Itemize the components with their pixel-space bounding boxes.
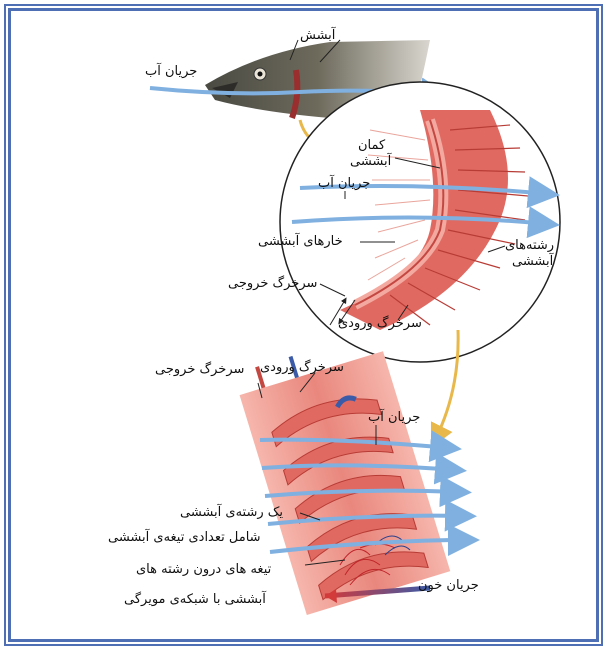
label-filament-desc-2: شامل تعدادی تیغه‌ی آبششی — [108, 530, 261, 546]
label-blood-flow: جریان خون — [418, 578, 479, 594]
label-gill: آبشش — [300, 28, 335, 44]
label-gill-arch-2: آبششی — [350, 154, 391, 170]
label-water-flow-mid: جریان آب — [318, 176, 370, 192]
label-lamellae-1: تیغه های درون رشته های — [136, 562, 271, 578]
label-gill-rakers: خارهای آبششی — [258, 234, 343, 250]
label-afferent-artery-low: سرخرگ ورودی — [260, 360, 344, 376]
label-afferent-artery-mid: سرخرگ ورودی — [338, 316, 422, 332]
label-gill-filaments-2: آبششی — [512, 254, 553, 270]
label-lamellae-2: آبششی با شبکه‌ی مویرگی — [124, 592, 266, 608]
label-efferent-artery-mid: سرخرگ خروجی — [228, 276, 317, 292]
label-water-flow-low: جریان آب — [368, 410, 420, 426]
label-gill-filaments-1: رشته‌های — [505, 238, 554, 254]
label-gill-arch-1: کمان — [358, 138, 385, 154]
label-efferent-artery-low: سرخرگ خروجی — [155, 362, 244, 378]
label-water-flow-top: جریان آب — [145, 64, 197, 80]
label-filament-desc-1: یک رشته‌ی آبششی — [180, 505, 283, 521]
